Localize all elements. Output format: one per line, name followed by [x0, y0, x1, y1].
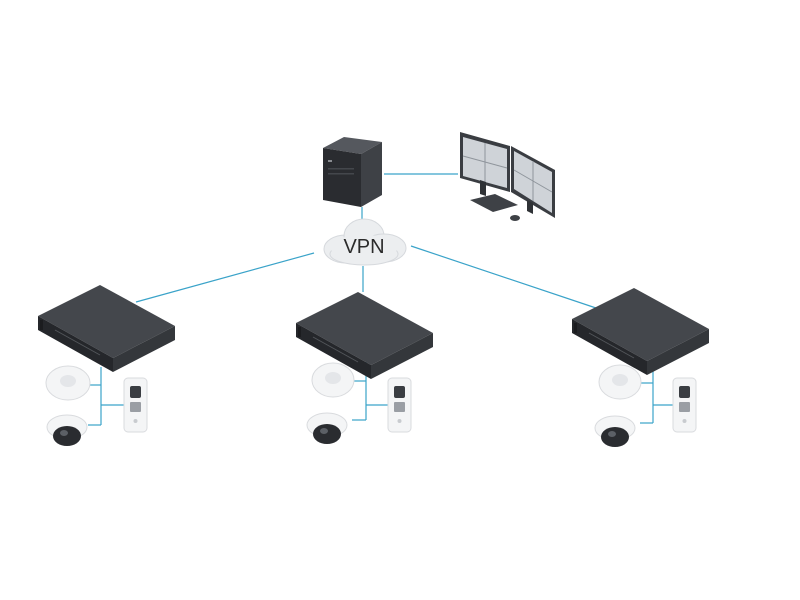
ceiling-speaker-icon	[45, 365, 91, 401]
dual-monitor-workstation-icon	[460, 132, 555, 221]
tower-server-icon	[323, 137, 382, 207]
door-intercom-icon	[123, 377, 148, 433]
rack-recorder-icon	[572, 288, 709, 375]
ceiling-speaker-icon	[598, 364, 642, 400]
ceiling-speaker-icon	[311, 362, 355, 398]
link-vpn-site-right	[410, 245, 597, 309]
door-intercom-icon	[672, 377, 697, 433]
site-right	[572, 288, 709, 447]
dome-camera-icon	[594, 415, 636, 447]
connection-lines	[88, 173, 673, 426]
site-left	[38, 285, 175, 446]
link-vpn-site-left	[135, 252, 315, 303]
dome-camera-icon	[306, 412, 348, 444]
cloud-icon: VPN	[323, 218, 407, 266]
site-center	[296, 292, 433, 444]
dome-camera-icon	[46, 414, 88, 446]
rack-recorder-icon	[296, 292, 433, 379]
door-intercom-icon	[387, 377, 412, 433]
vpn-label: VPN	[343, 236, 384, 258]
rack-recorder-icon	[38, 285, 175, 372]
